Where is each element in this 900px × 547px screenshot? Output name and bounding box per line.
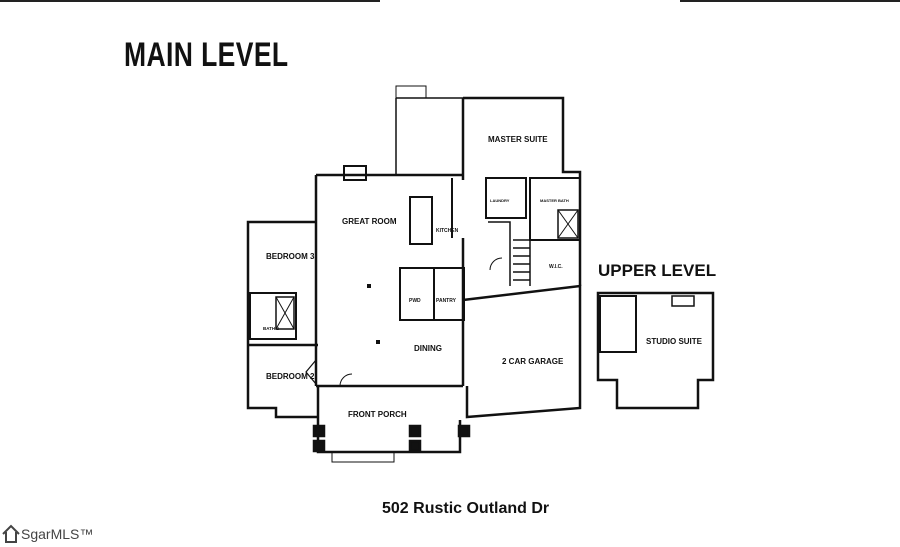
label-bedroom-3: BEDROOM 3 xyxy=(266,252,315,261)
bath-2 xyxy=(249,292,297,340)
label-bedroom-2: BEDROOM 2 xyxy=(266,372,315,381)
label-master-bath: MASTER BATH xyxy=(540,198,569,203)
bedroom2-door xyxy=(305,359,317,385)
front-door-swing xyxy=(339,373,353,387)
master-bath xyxy=(529,177,581,241)
label-dining: DINING xyxy=(414,344,442,353)
studio-walls xyxy=(596,291,715,410)
mls-watermark: SgarMLS™ xyxy=(2,522,93,546)
label-master-suite: MASTER SUITE xyxy=(488,135,548,144)
scan-edge-right xyxy=(680,0,900,2)
upper-level-title: UPPER LEVEL xyxy=(598,261,717,280)
porch-column-2 xyxy=(312,439,326,453)
garage-walls xyxy=(462,284,582,419)
front-porch-walls xyxy=(316,386,462,454)
porch-steps xyxy=(331,451,395,463)
label-studio-suite: STUDIO SUITE xyxy=(646,337,703,346)
label-pantry: PANTRY xyxy=(436,298,457,304)
stairs xyxy=(488,221,531,286)
label-front-porch: FRONT PORCH xyxy=(348,410,407,419)
powder-room xyxy=(399,267,435,321)
house-logo-icon xyxy=(2,524,20,543)
label-kitchen: KITCHEN xyxy=(436,228,459,234)
main-level-title: MAIN LEVEL xyxy=(124,36,289,74)
scan-edge-left xyxy=(0,0,380,2)
label-wic: W.I.C. xyxy=(549,264,563,270)
label-great-room: GREAT ROOM xyxy=(342,217,397,226)
bedroom-wing-walls xyxy=(246,220,318,419)
studio-bath xyxy=(599,295,637,353)
porch-column-4 xyxy=(408,439,422,453)
porch-column-3 xyxy=(408,424,422,438)
porch-column-5 xyxy=(457,424,471,438)
porch-column-1 xyxy=(312,424,326,438)
laundry-room xyxy=(485,177,527,219)
garage-door-swing xyxy=(489,257,503,271)
bath-2-tub xyxy=(275,296,295,330)
rear-patio-step xyxy=(395,85,427,99)
master-suite-walls xyxy=(463,96,582,286)
label-garage: 2 CAR GARAGE xyxy=(502,357,564,366)
property-address: 502 Rustic Outland Dr xyxy=(382,500,550,517)
label-bath-2: BATH 2 xyxy=(263,326,279,331)
label-pwd: PWD xyxy=(409,298,421,304)
label-laundry: LAUNDRY xyxy=(490,198,510,203)
pantry xyxy=(433,267,465,321)
master-shower xyxy=(557,209,579,239)
watermark-text: SgarMLS™ xyxy=(21,526,94,542)
fireplace xyxy=(343,165,367,181)
studio-vanity xyxy=(671,295,695,307)
kitchen-island xyxy=(409,196,433,245)
